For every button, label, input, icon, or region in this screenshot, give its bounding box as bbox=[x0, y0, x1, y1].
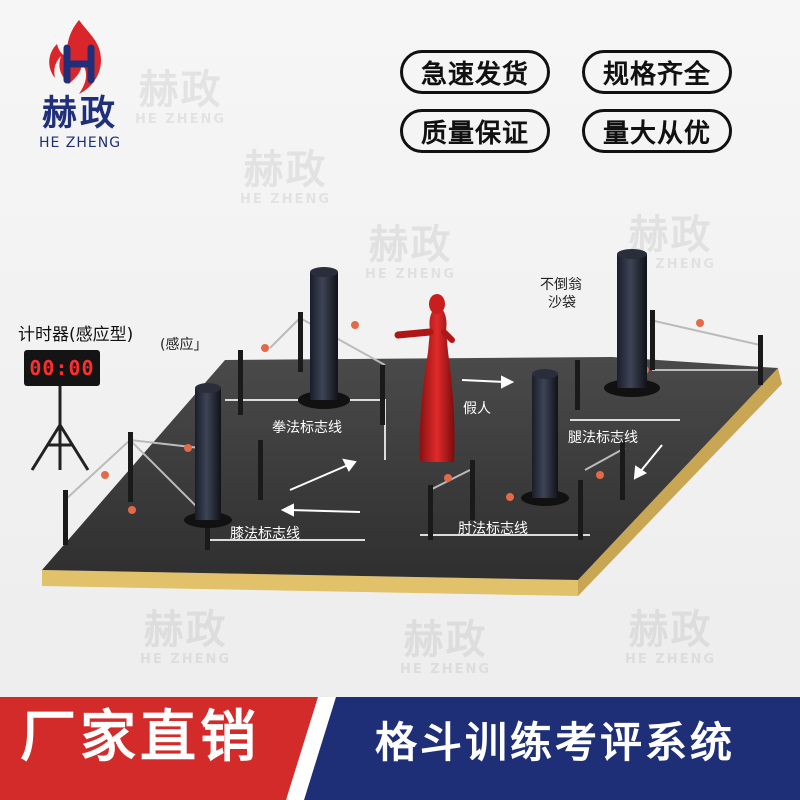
pole-back-left bbox=[298, 267, 350, 409]
flame-logo-icon bbox=[49, 20, 101, 94]
mat-edge-right bbox=[578, 368, 782, 596]
pole-back-right bbox=[604, 249, 660, 397]
timer-digits: 00:00 bbox=[29, 356, 95, 380]
factory-direct-sale: 厂家直销 bbox=[20, 705, 260, 770]
system-title: 格斗训练考评系统 bbox=[374, 718, 735, 767]
punch-line-label: 拳法标志线 bbox=[272, 420, 342, 436]
knee-line-label: 膝法标志线 bbox=[230, 526, 300, 542]
kick-line-label: 腿法标志线 bbox=[568, 430, 638, 446]
timer-label: 计时器(感应型) bbox=[18, 325, 134, 345]
mat-edge-front bbox=[42, 570, 578, 596]
timer-tripod bbox=[30, 386, 90, 471]
badge-full-specs: 规格齐全 bbox=[582, 50, 732, 94]
brand-name-en: HE ZHENG bbox=[38, 134, 122, 151]
brand-name: 赫政 bbox=[41, 94, 118, 134]
dummy-label: 假人 bbox=[463, 401, 491, 417]
elbow-line-label: 肘法标志线 bbox=[458, 521, 528, 537]
badge-quality: 质量保证 bbox=[400, 109, 550, 153]
pole-center bbox=[521, 369, 569, 506]
brand-logo: 赫政 HE ZHENG bbox=[30, 18, 130, 151]
tumbler-label: 不倒翁 沙袋 bbox=[540, 277, 582, 312]
red-dummy bbox=[394, 294, 455, 462]
pole-front-left bbox=[184, 383, 232, 528]
badge-fast-shipping: 急速发货 bbox=[400, 50, 550, 94]
timer-display: 00:00 bbox=[24, 350, 100, 386]
badge-bulk-discount: 量大从优 bbox=[582, 109, 732, 153]
sensor-label: (感应」 bbox=[160, 337, 208, 353]
